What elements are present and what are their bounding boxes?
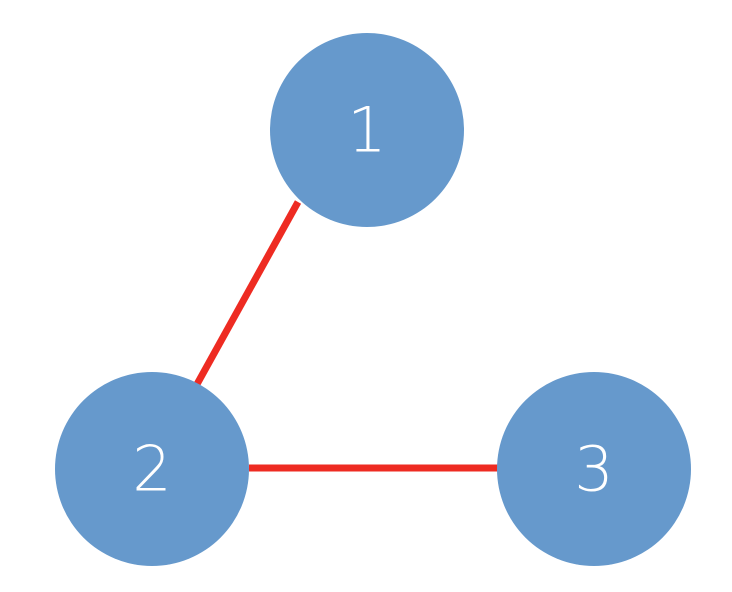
edges-layer [192,200,498,472]
graph-node-3[interactable]: 3 [497,372,691,566]
node-label-2: 2 [132,433,171,506]
graph-node-1[interactable]: 1 [270,33,464,227]
node-circle-2[interactable] [55,372,249,566]
graph-node-2[interactable]: 2 [55,372,249,566]
edge-2-1[interactable] [192,200,302,388]
node-label-3: 3 [574,433,613,506]
node-circle-3[interactable] [497,372,691,566]
node-label-1: 1 [347,94,386,167]
node-circle-1[interactable] [270,33,464,227]
nodes-layer: 1 2 3 [55,33,691,566]
